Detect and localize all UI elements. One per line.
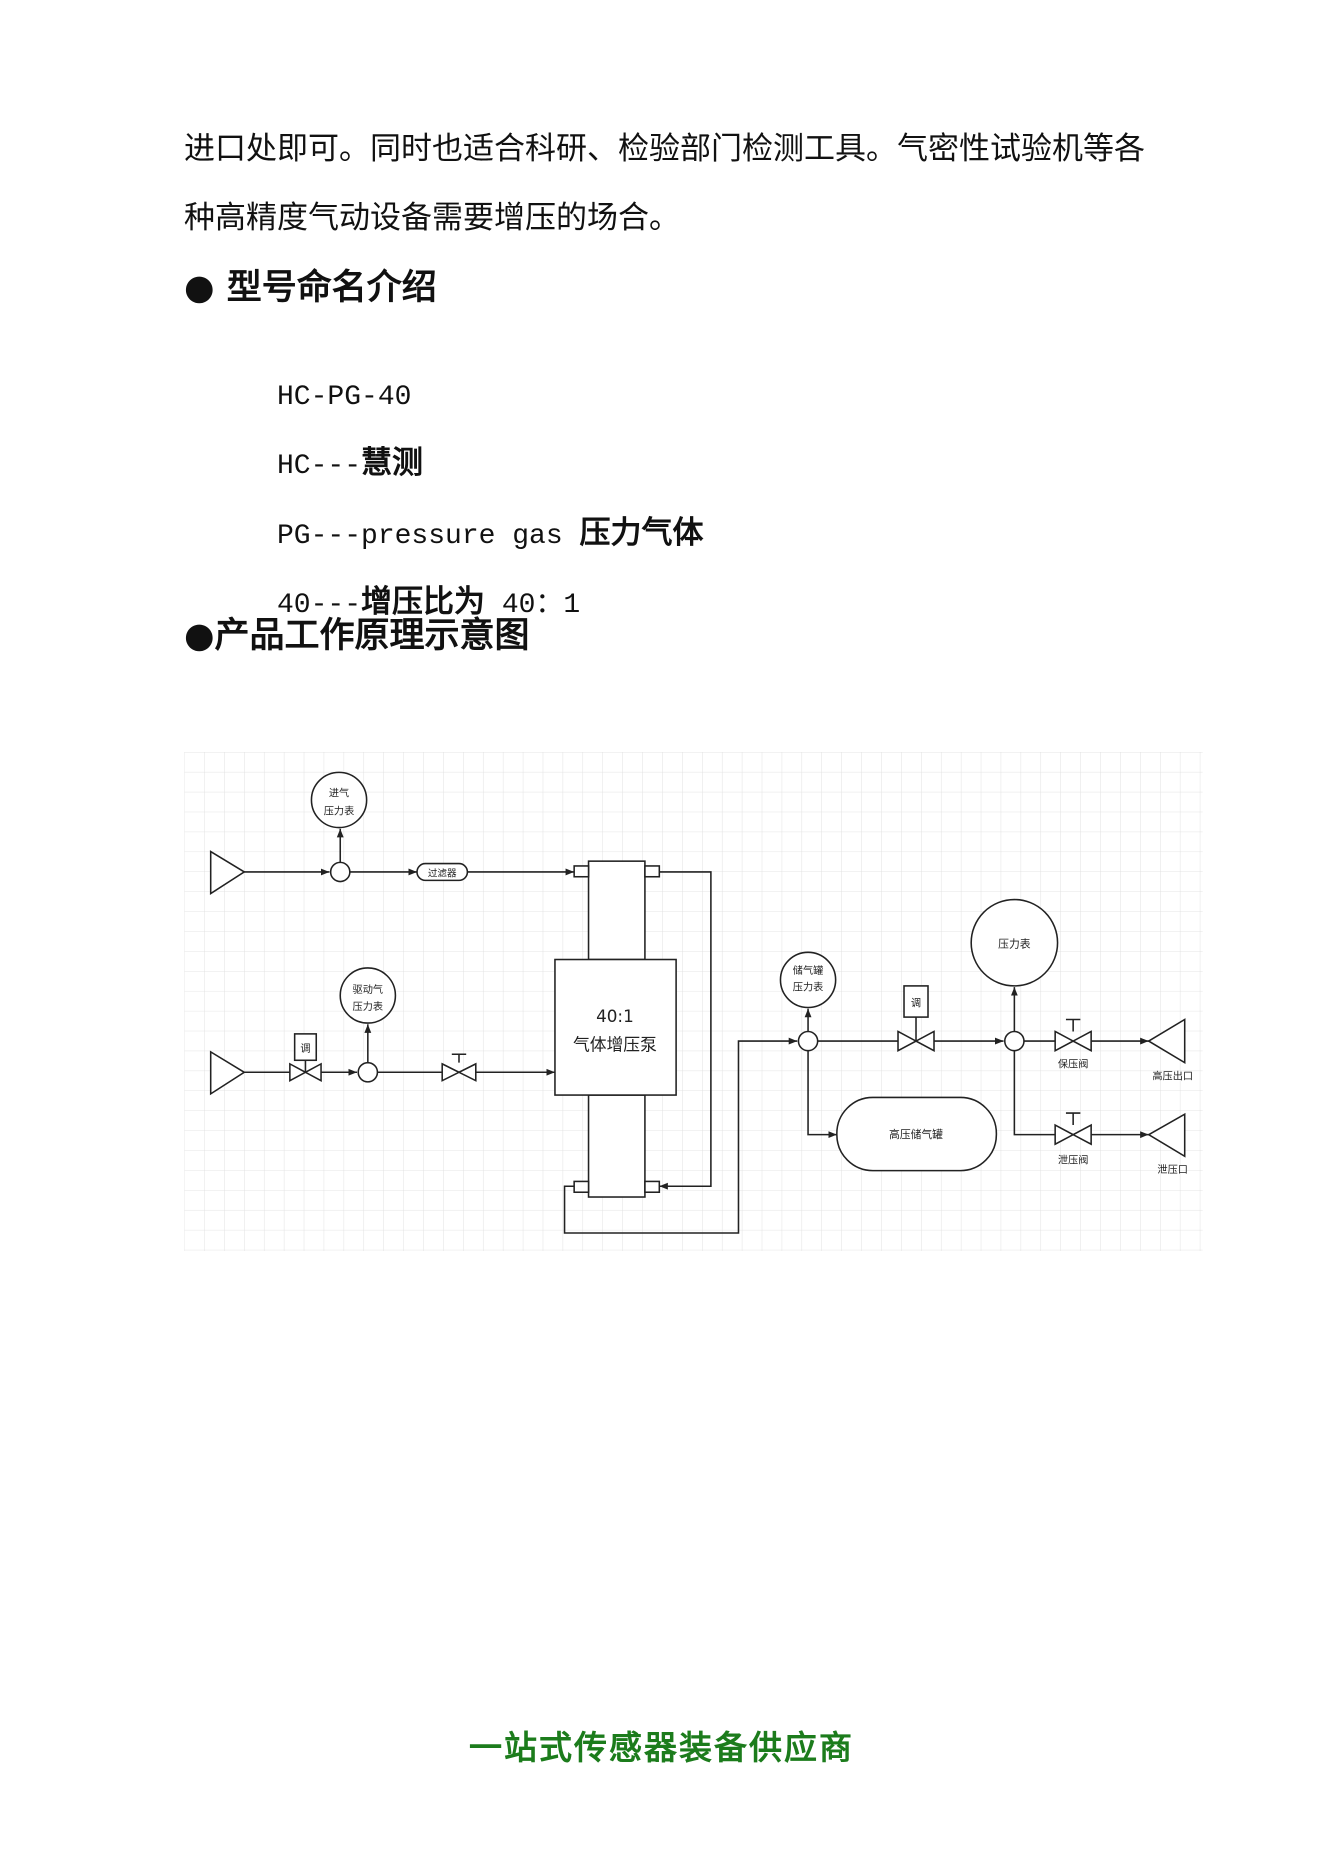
filter: [416, 862, 469, 882]
drive-gauge-label-2: 压力表: [353, 1000, 384, 1013]
naming-entry-40: 40---增压比为 40：1: [246, 548, 580, 660]
pump-lower-cylinder: [587, 1094, 646, 1198]
pump-name-label: 气体增压泵: [573, 1035, 657, 1055]
pump-outlet-pipe: [563, 1037, 798, 1234]
high-pressure-outlet-triangle-icon: [1147, 1018, 1186, 1065]
valve-stem: [1065, 1112, 1081, 1126]
valve-stem: [1065, 1018, 1081, 1032]
pump-recirculation-pipe: [659, 871, 712, 1190]
model-code: HC-PG-40: [277, 382, 412, 413]
inlet-gauge: [310, 771, 368, 829]
drive-junction: [357, 1061, 379, 1083]
pump-port: [573, 1180, 590, 1194]
naming-entry-meaning: 增压比为: [361, 584, 486, 620]
relief-outlet-triangle-icon: [1147, 1112, 1186, 1158]
diagram-labels: 进气 压力表 过滤器 40:1 气体增压泵 驱动气 压力表 调 调 储气罐 压力…: [300, 786, 1193, 1176]
relief-valve-label: 泄压阀: [1058, 1153, 1089, 1166]
hold-valve-icon: [1054, 1030, 1092, 1052]
naming-entry-value: 40：1: [485, 590, 581, 621]
drive-inlet-triangle-icon: [209, 1050, 246, 1096]
relief-outlet-label: 泄压口: [1157, 1163, 1188, 1176]
outlet-gauge: [970, 898, 1059, 987]
pump-port: [644, 865, 661, 878]
naming-entry-hc: HC---慧测: [246, 409, 423, 521]
regulator-box: [293, 1033, 318, 1062]
outlet-gauge-label: 压力表: [998, 938, 1031, 951]
outlet-junction: [797, 1030, 819, 1052]
pipes: [244, 828, 1149, 1234]
drive-gauge-label-1: 驱动气: [353, 983, 384, 996]
pump-port: [573, 865, 590, 878]
hold-valve-label: 保压阀: [1058, 1057, 1089, 1070]
paragraph-line-1: 进口处即可。同时也适合科研、检验部门检测工具。气密性试验机等各: [184, 131, 1145, 166]
tank-gauge-label-2: 压力表: [793, 981, 824, 994]
tank-label: 高压储气罐: [889, 1128, 943, 1141]
paragraph-line-2: 种高精度气动设备需要增压的场合。: [184, 200, 680, 235]
tank-gauge: [779, 951, 837, 1009]
naming-entry-code: 40---: [277, 590, 362, 621]
regulator-label: 调: [300, 1043, 310, 1055]
naming-entry-code: HC---: [277, 451, 362, 482]
naming-entry-code: PG---pressure gas: [277, 521, 580, 552]
pump-port: [644, 1180, 661, 1194]
section-heading-principle: ●产品工作原理示意图: [184, 616, 530, 656]
pump-upper-cylinder: [587, 860, 646, 961]
relief-valve-icon: [1054, 1123, 1092, 1146]
principle-diagram: 进气 压力表 过滤器 40:1 气体增压泵 驱动气 压力表 调 调 储气罐 压力…: [184, 752, 1203, 1251]
naming-entry-meaning: 压力气体: [579, 515, 704, 551]
drive-shutoff-valve-icon: [441, 1062, 477, 1082]
components: [209, 771, 1186, 1198]
output-junction: [1003, 1030, 1025, 1052]
high-pressure-outlet-label: 高压出口: [1152, 1069, 1193, 1082]
regulator-label: 调: [911, 997, 921, 1009]
pump-ratio-label: 40:1: [596, 1006, 634, 1026]
filter-label: 过滤器: [428, 868, 457, 880]
regulator-box: [903, 985, 929, 1018]
pump-body: [554, 958, 677, 1096]
naming-entry-pg: PG---pressure gas 压力气体: [246, 479, 703, 591]
footer-slogan: 一站式传感器装备供应商: [469, 1728, 854, 1767]
valve-stem: [451, 1053, 467, 1063]
section-heading-model-naming: ● 型号命名介绍: [184, 268, 437, 308]
naming-entry-meaning: 慧测: [361, 445, 424, 481]
high-pressure-tank: [836, 1096, 998, 1172]
inlet-junction: [329, 861, 351, 883]
tank-pipe: [807, 1050, 837, 1139]
gas-inlet-triangle-icon: [209, 850, 246, 895]
inlet-gauge-label-2: 压力表: [324, 804, 355, 817]
model-code-line: HC-PG-40: [246, 340, 411, 452]
inlet-gauge-label-1: 进气: [329, 786, 349, 799]
relief-valve-in-pipe: [1013, 1050, 1056, 1136]
drive-gauge: [339, 967, 397, 1024]
tank-gauge-label-1: 储气罐: [793, 964, 824, 977]
